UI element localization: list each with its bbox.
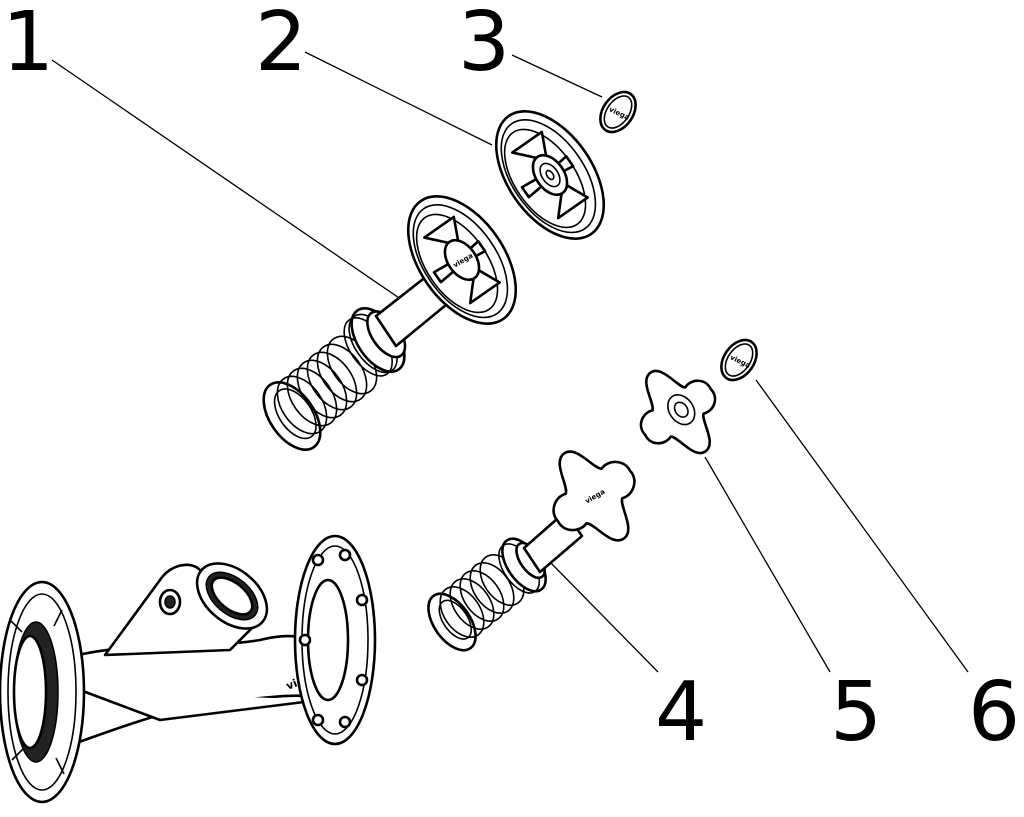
valve-stem-assembly-1: viega <box>262 194 518 451</box>
leader-line-2 <box>304 51 493 146</box>
star-knob-5 <box>639 369 717 455</box>
spring-1 <box>276 335 378 435</box>
callout-number-4: 4 <box>655 665 707 760</box>
callout-number-1: 1 <box>2 0 54 90</box>
leader-line-1 <box>51 59 403 301</box>
valve-body: viega <box>0 534 377 804</box>
leader-line-3 <box>511 54 603 98</box>
valve-stem-assembly-4: viega <box>427 450 636 652</box>
right-flange <box>293 534 377 746</box>
leader-line-4 <box>547 559 659 673</box>
callout-number-5: 5 <box>830 665 882 760</box>
cap-disc-3: viega <box>599 90 637 134</box>
left-flange <box>0 580 86 804</box>
callout-number-6: 6 <box>968 665 1020 760</box>
cap-disc-6: viega <box>720 338 758 382</box>
leader-line-6 <box>755 379 969 673</box>
callout-number-3: 3 <box>458 0 510 90</box>
leader-line-5 <box>704 456 831 673</box>
callout-number-2: 2 <box>255 0 307 90</box>
handwheel-2 <box>494 109 606 241</box>
